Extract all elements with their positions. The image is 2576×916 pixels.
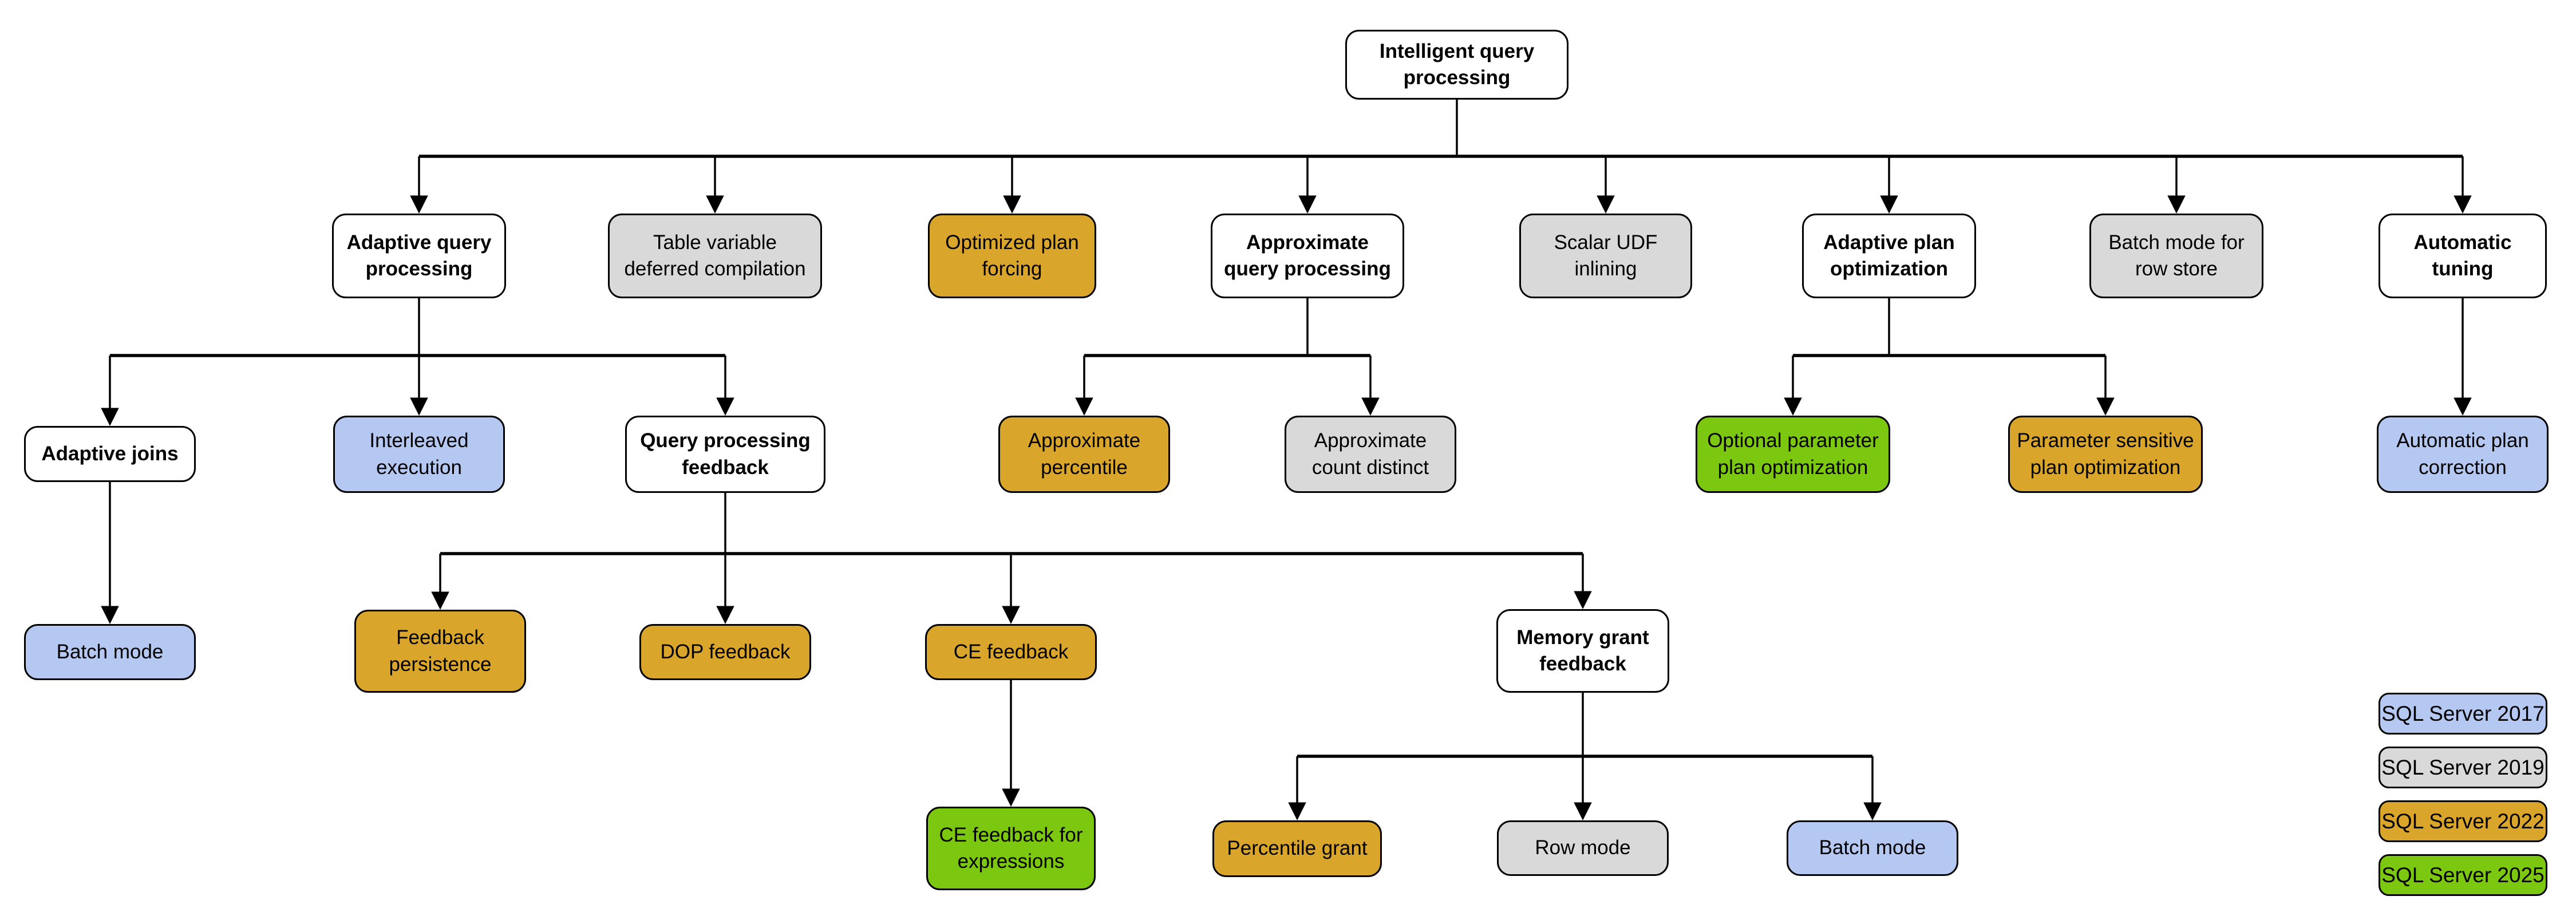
node-label: Approximate count distinct bbox=[1311, 429, 1429, 479]
node-batch-mode-for-row-store: Batch mode for row store bbox=[2089, 214, 2263, 298]
node-ce-feedback-for-expressions: CE feedback for expressions bbox=[926, 807, 1096, 890]
node-label: Parameter sensitive plan optimization bbox=[2017, 429, 2194, 479]
node-label: CE feedback bbox=[953, 640, 1069, 663]
node-label: Optimized plan forcing bbox=[945, 231, 1079, 280]
node-label: Memory grant feedback bbox=[1516, 626, 1649, 675]
node-label: Interleaved execution bbox=[369, 429, 469, 479]
legend-sql-server-2017: SQL Server 2017 bbox=[2379, 693, 2547, 735]
node-ce-feedback: CE feedback bbox=[925, 624, 1097, 680]
node-optimized-plan-forcing: Optimized plan forcing bbox=[928, 214, 1096, 298]
node-batch-mode-adaptive-joins: Batch mode bbox=[24, 624, 196, 680]
node-label: Approximate percentile bbox=[1028, 429, 1141, 479]
node-optional-parameter-plan-optimization: Optional parameter plan optimization bbox=[1696, 416, 1890, 493]
node-scalar-udf-inlining: Scalar UDF inlining bbox=[1519, 214, 1692, 298]
node-percentile-grant: Percentile grant bbox=[1212, 820, 1382, 877]
node-feedback-persistence: Feedback persistence bbox=[354, 610, 526, 693]
node-label: Table variable deferred compilation bbox=[624, 231, 806, 280]
node-approximate-count-distinct: Approximate count distinct bbox=[1285, 416, 1456, 493]
node-label: Scalar UDF inlining bbox=[1554, 231, 1658, 280]
node-label: Query processing feedback bbox=[640, 429, 811, 479]
node-label: Adaptive joins bbox=[41, 442, 179, 465]
node-label: Batch mode bbox=[56, 640, 164, 663]
legend-sql-server-2022: SQL Server 2022 bbox=[2379, 800, 2547, 842]
node-adaptive-query-processing: Adaptive query processing bbox=[332, 214, 506, 298]
node-automatic-tuning: Automatic tuning bbox=[2379, 214, 2547, 298]
node-label: DOP feedback bbox=[660, 640, 791, 663]
node-adaptive-joins: Adaptive joins bbox=[24, 426, 196, 482]
node-batch-mode-memory-grant: Batch mode bbox=[1787, 820, 1958, 876]
node-label: Automatic tuning bbox=[2413, 231, 2512, 280]
legend-label: SQL Server 2017 bbox=[2381, 701, 2545, 725]
node-interleaved-execution: Interleaved execution bbox=[333, 416, 505, 493]
node-label: CE feedback for expressions bbox=[939, 823, 1083, 872]
legend-label: SQL Server 2025 bbox=[2381, 863, 2545, 887]
node-label: Adaptive plan optimization bbox=[1823, 231, 1955, 280]
node-parameter-sensitive-plan-optimization: Parameter sensitive plan optimization bbox=[2008, 416, 2203, 493]
node-label: Percentile grant bbox=[1227, 837, 1368, 860]
legend-sql-server-2025: SQL Server 2025 bbox=[2379, 854, 2547, 896]
node-intelligent-query-processing: Intelligent query processing bbox=[1345, 30, 1568, 100]
legend-label: SQL Server 2019 bbox=[2381, 755, 2545, 779]
node-label: Row mode bbox=[1535, 836, 1631, 859]
node-label: Automatic plan correction bbox=[2396, 429, 2529, 479]
node-automatic-plan-correction: Automatic plan correction bbox=[2377, 416, 2549, 493]
legend-sql-server-2019: SQL Server 2019 bbox=[2379, 747, 2547, 788]
node-label: Optional parameter plan optimization bbox=[1707, 429, 1879, 479]
legend-label: SQL Server 2022 bbox=[2381, 809, 2545, 833]
node-label: Batch mode for row store bbox=[2108, 231, 2245, 280]
node-memory-grant-feedback: Memory grant feedback bbox=[1496, 609, 1669, 693]
node-label: Approximate query processing bbox=[1224, 231, 1391, 280]
node-adaptive-plan-optimization: Adaptive plan optimization bbox=[1802, 214, 1976, 298]
connector-group bbox=[101, 100, 2472, 820]
node-label: Intelligent query processing bbox=[1379, 40, 1535, 89]
node-dop-feedback: DOP feedback bbox=[639, 624, 811, 680]
node-approximate-query-processing: Approximate query processing bbox=[1211, 214, 1404, 298]
node-approximate-percentile: Approximate percentile bbox=[998, 416, 1170, 493]
node-row-mode: Row mode bbox=[1497, 820, 1669, 876]
node-table-variable-deferred-compilation: Table variable deferred compilation bbox=[608, 214, 822, 298]
node-query-processing-feedback: Query processing feedback bbox=[625, 416, 825, 493]
node-label: Feedback persistence bbox=[389, 626, 492, 676]
node-label: Adaptive query processing bbox=[346, 231, 492, 280]
node-label: Batch mode bbox=[1819, 836, 1926, 859]
